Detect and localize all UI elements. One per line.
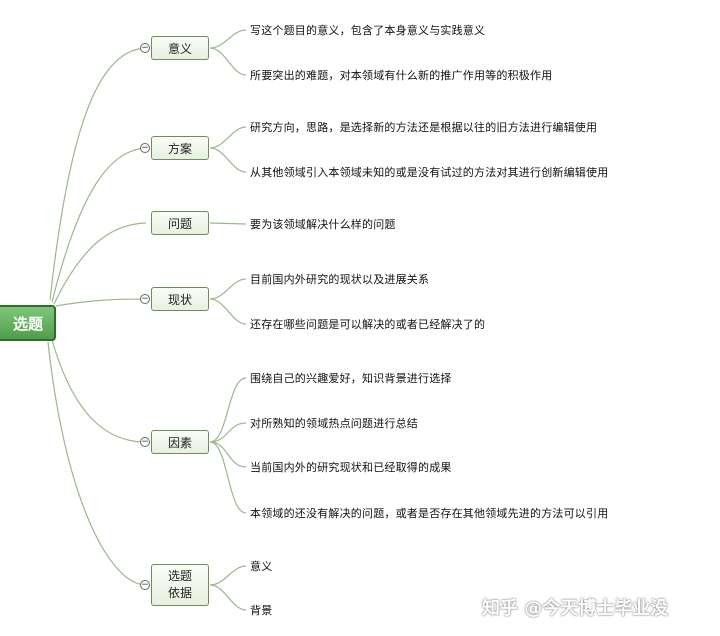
branch-node-3[interactable]: 现状 — [151, 287, 209, 311]
connector-root-branch-0 — [49, 47, 147, 301]
branch-label: 问题 — [167, 216, 192, 231]
connector-root-branch-2 — [53, 222, 147, 305]
connector-root-branch-1 — [51, 147, 147, 303]
branch-node-5[interactable]: 选题 依据 — [151, 564, 209, 606]
collapse-icon[interactable]: − — [140, 143, 150, 153]
leaf-4-2: 当前国内外的研究现状和已经取得的成果 — [250, 461, 452, 474]
connector-branch5-leaf0 — [209, 565, 247, 586]
branch-label-line2: 依据 — [167, 586, 192, 600]
leaf-1-1: 从其他领域引入本领域未知的或是没有试过的方法对其进行创新编辑使用 — [250, 166, 609, 179]
watermark: 知乎 @今天博士毕业没 — [482, 598, 669, 619]
leaf-4-0: 围绕自己的兴趣爱好，知识背景进行选择 — [250, 372, 452, 385]
branch-node-1[interactable]: 方案 — [151, 136, 209, 160]
branch-node-0[interactable]: 意义 — [151, 36, 209, 60]
connector-branch1-leaf1 — [209, 147, 247, 173]
leaf-0-1: 所要突出的难题，对本领域有什么新的推广作用等的积极作用 — [250, 69, 553, 82]
connector-branch5-leaf1 — [209, 584, 247, 611]
leaf-5-0: 意义 — [250, 560, 273, 573]
branch-node-2[interactable]: 问题 — [151, 211, 209, 235]
leaf-4-3: 本领域的还没有解决的问题，或者是否存在其他领域先进的方法可以引用 — [250, 507, 609, 520]
leaf-0-0: 写这个题目的意义，包含了本身意义与实践意义 — [250, 24, 486, 37]
leaf-3-0: 目前国内外研究的现状以及进展关系 — [250, 273, 430, 286]
connector-branch4-leaf1 — [209, 422, 247, 443]
collapse-icon[interactable]: − — [140, 294, 150, 304]
connector-root-branch-5 — [47, 341, 147, 586]
connector-branch0-leaf0 — [209, 29, 247, 49]
collapse-icon[interactable]: − — [140, 580, 150, 590]
branch-node-4[interactable]: 因素 — [151, 430, 209, 454]
root-node[interactable]: 选题 — [0, 305, 56, 341]
branch-label: 现状 — [167, 292, 192, 307]
connector-branch0-leaf1 — [209, 47, 247, 76]
connector-branch3-leaf0 — [209, 278, 247, 300]
leaf-3-1: 还存在哪些问题是可以解决的或者已经解决了的 — [250, 318, 486, 331]
branch-label-line1: 选题 — [167, 569, 192, 583]
leaf-1-0: 研究方向，思路，是选择新的方法还是根据以往的旧方法进行编辑使用 — [250, 121, 598, 134]
connector-root-branch-4 — [51, 339, 147, 443]
leaf-4-1: 对所熟知的领域热点问题进行总结 — [250, 417, 418, 430]
branch-label: 方案 — [167, 141, 192, 156]
leaf-2-0: 要为该领域解决什么样的问题 — [250, 218, 396, 231]
collapse-icon[interactable]: − — [140, 43, 150, 53]
collapse-icon[interactable]: − — [140, 437, 150, 447]
leaf-5-1: 背景 — [250, 604, 273, 617]
connector-branch3-leaf1 — [209, 298, 247, 325]
connector-branch4-leaf3 — [209, 441, 247, 514]
connector-branch4-leaf2 — [209, 441, 247, 468]
connector-branch4-leaf0 — [209, 377, 247, 443]
branch-label: 意义 — [167, 41, 192, 56]
root-label: 选题 — [12, 314, 43, 333]
connector-root-branch-3 — [55, 298, 147, 307]
connector-branch1-leaf0 — [209, 126, 247, 149]
connector-branch2-leaf0 — [209, 222, 247, 225]
branch-label: 因素 — [167, 435, 192, 450]
